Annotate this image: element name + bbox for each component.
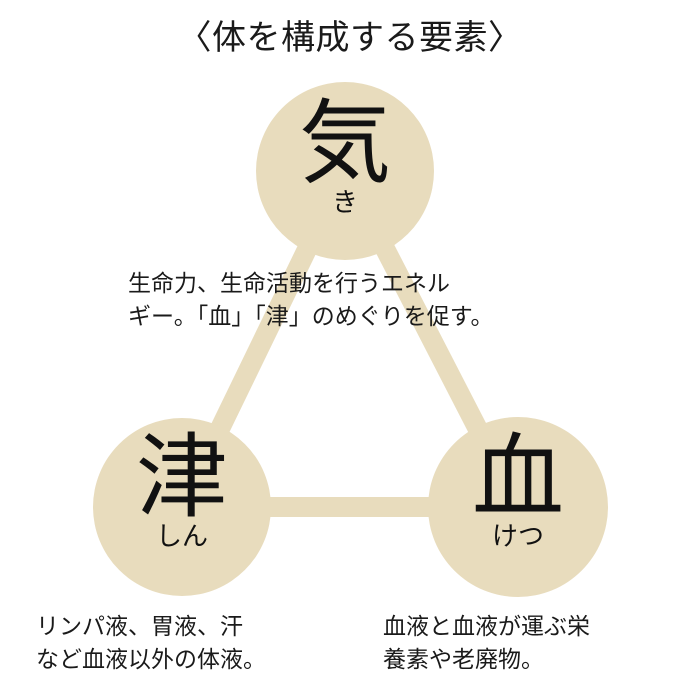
description-ketsu-line-1: 血液と血液が運ぶ栄: [383, 614, 590, 640]
description-ki: 生命力、生命活動を行うエネル ギー。「血」「津」のめぐりを促す。: [128, 268, 580, 334]
description-ki-line-1: 生命力、生命活動を行うエネル: [128, 271, 450, 297]
page-title: 〈体を構成する要素〉: [177, 18, 523, 58]
node-circle-group: [93, 82, 608, 597]
description-ketsu-line-2: 養素や老廃物。: [383, 647, 544, 673]
node-circle-ki: [256, 82, 434, 260]
description-ki-line-2: ギー。「血」「津」のめぐりを促す。: [128, 304, 494, 330]
description-shin-line-1: リンパ液、胃液、汗: [36, 614, 243, 640]
node-circle-shin: [93, 418, 271, 596]
description-shin-line-2: など血液以外の体液。: [36, 647, 266, 673]
description-ketsu: 血液と血液が運ぶ栄 養素や老廃物。: [383, 611, 683, 677]
node-circle-ketsu: [428, 417, 608, 597]
description-shin: リンパ液、胃液、汗 など血液以外の体液。: [36, 611, 346, 677]
